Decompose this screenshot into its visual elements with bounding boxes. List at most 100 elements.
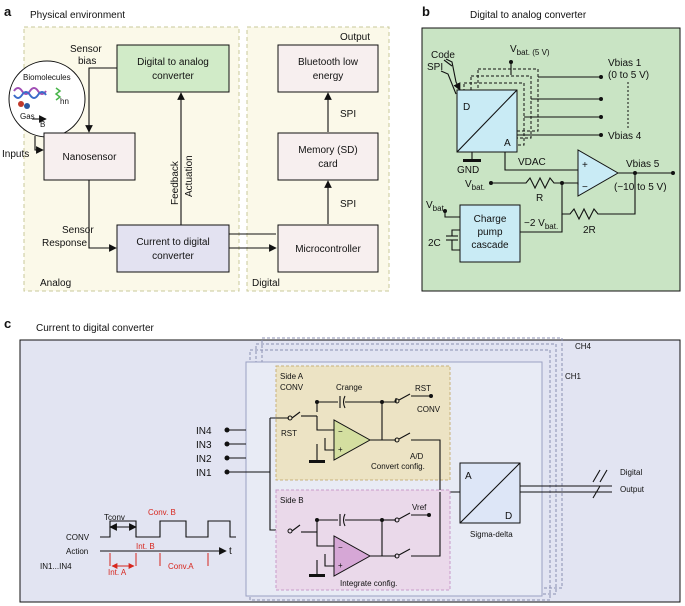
- cb-plate-2: [342, 513, 346, 527]
- dac-title: Digital to analog converter: [470, 10, 587, 21]
- gnd-label: GND: [457, 165, 479, 176]
- bus-slash-1: [592, 469, 601, 483]
- in2-label: IN2: [196, 454, 212, 465]
- biomolecules-label: Biomolecules: [23, 73, 71, 82]
- digital-output-line1: Digital: [620, 468, 642, 477]
- ad-switch-contact: [394, 437, 400, 443]
- in2-terminal: [224, 455, 230, 461]
- cdc-box: [116, 224, 230, 273]
- conv-a-label: Conv.A: [168, 562, 194, 571]
- in1-in4-label: IN1...IN4: [40, 562, 72, 571]
- vdac-wire: [504, 152, 578, 171]
- in4-terminal: [224, 427, 230, 433]
- in4-label: IN4: [196, 426, 212, 437]
- neg-vbat-label: −2 Vbat.: [524, 218, 558, 231]
- inputs-arrow: [34, 136, 44, 154]
- 2r-label: 2R: [583, 225, 596, 236]
- gas-label: Gas: [20, 112, 35, 121]
- dac-diagonal: [456, 89, 518, 153]
- side-a-label: Side A: [280, 372, 304, 381]
- opamp-b-plus: +: [338, 561, 343, 570]
- rst-label-right: RST: [415, 384, 431, 393]
- sensor-bias-label-line2: bias: [78, 56, 96, 67]
- out-node: [633, 171, 637, 175]
- crange-plate-2: [342, 395, 346, 409]
- b-switch: [291, 524, 301, 532]
- vbat1-node: [489, 181, 493, 185]
- side-b-box: [275, 489, 451, 591]
- bus-slash-3: [592, 485, 601, 499]
- vbat2-label: Vbat.: [426, 200, 446, 213]
- int-switch: [398, 548, 411, 556]
- vdac-label: VDAC: [518, 157, 546, 168]
- integrator-opamp-a: [333, 419, 372, 461]
- inputs-label: Inputs: [2, 149, 29, 160]
- sensor-response-label-line2: Response: [42, 238, 87, 249]
- opamp-b-minus: −: [338, 543, 343, 552]
- vbias3-node: [599, 115, 603, 119]
- int-a-label: Int. A: [108, 568, 127, 577]
- opamp-a-plus: +: [338, 445, 343, 454]
- charge-pump-line2: pump: [477, 227, 502, 238]
- gas-molecule-icon: [18, 101, 24, 107]
- code-line: [443, 59, 453, 67]
- sensor-response-arrow: [88, 180, 117, 252]
- ad-label: A/D: [410, 452, 424, 461]
- ch4-label: CH4: [575, 342, 592, 351]
- spi-line: [440, 70, 457, 95]
- vbat1-label: Vbat.: [465, 179, 485, 192]
- action-label: Action: [66, 547, 88, 556]
- dac-label-line2: converter: [152, 71, 194, 82]
- side-a-conv-label: CONV: [280, 383, 304, 392]
- light-wave-icon: [54, 87, 62, 101]
- spi-bottom-label: SPI: [340, 199, 356, 210]
- in1-terminal: [224, 469, 230, 475]
- cdc-title: Current to digital converter: [36, 323, 155, 334]
- rst-switch-a: [398, 393, 411, 401]
- analog-label: Analog: [40, 278, 71, 289]
- opamp-b-plus-wire: [324, 554, 334, 567]
- opamp-a-minus-wire: [316, 416, 334, 431]
- vref-switch: [398, 512, 411, 520]
- gas-molecule-icon-2: [24, 103, 30, 109]
- gnd-symbol-b: [309, 574, 325, 577]
- charge-pump-box: [459, 204, 521, 263]
- actuation-label: Actuation: [184, 155, 195, 197]
- rst-label-left: RST: [281, 429, 297, 438]
- vbias5-label: Vbias 5: [626, 159, 660, 170]
- digital-output-line2: Output: [620, 485, 645, 494]
- panel-a: a Physical environment Biomolecules Gas …: [2, 4, 390, 292]
- sigma-delta-diagonal: [459, 462, 521, 524]
- vref-label: Vref: [412, 503, 427, 512]
- sigma-delta-a: A: [465, 471, 472, 482]
- sensor-response-label-line1: Sensor: [62, 225, 94, 236]
- r-label: R: [536, 193, 543, 204]
- rst-a-node: [429, 394, 433, 398]
- memory-box: [277, 132, 379, 181]
- ble-label-line1: Bluetooth low: [298, 57, 359, 68]
- code-arrow: [445, 58, 461, 91]
- physical-environment-label: Physical environment: [30, 10, 125, 21]
- resistor-2r: [561, 173, 636, 221]
- vbias1-range: (0 to 5 V): [608, 70, 649, 81]
- panel-a-letter: a: [4, 4, 12, 19]
- int-switch-contact: [394, 553, 400, 559]
- panel-c-letter: c: [4, 316, 11, 331]
- vbias5-node: [671, 171, 675, 175]
- gnd-symbol-a: [309, 460, 325, 463]
- side-b-label: Side B: [280, 496, 304, 505]
- conv-signal-label: CONV: [66, 533, 90, 542]
- vbias1-node: [599, 75, 603, 79]
- vbat-5v-node: [509, 60, 513, 64]
- digital-label: Digital: [252, 278, 280, 289]
- dac-a-label: A: [504, 138, 511, 149]
- opamp-a-plus-wire: [324, 438, 334, 451]
- vbias4-label: Vbias 4: [608, 131, 642, 142]
- hn-label: hn: [60, 97, 69, 106]
- vref-switch-contact: [394, 517, 400, 523]
- memory-label-line2: card: [318, 159, 337, 170]
- vbias2-node: [599, 97, 603, 101]
- vbias5-range: (−10 to 5 V): [614, 182, 667, 193]
- opamp-b-minus-wire: [316, 532, 334, 547]
- crange-left-node: [315, 400, 319, 404]
